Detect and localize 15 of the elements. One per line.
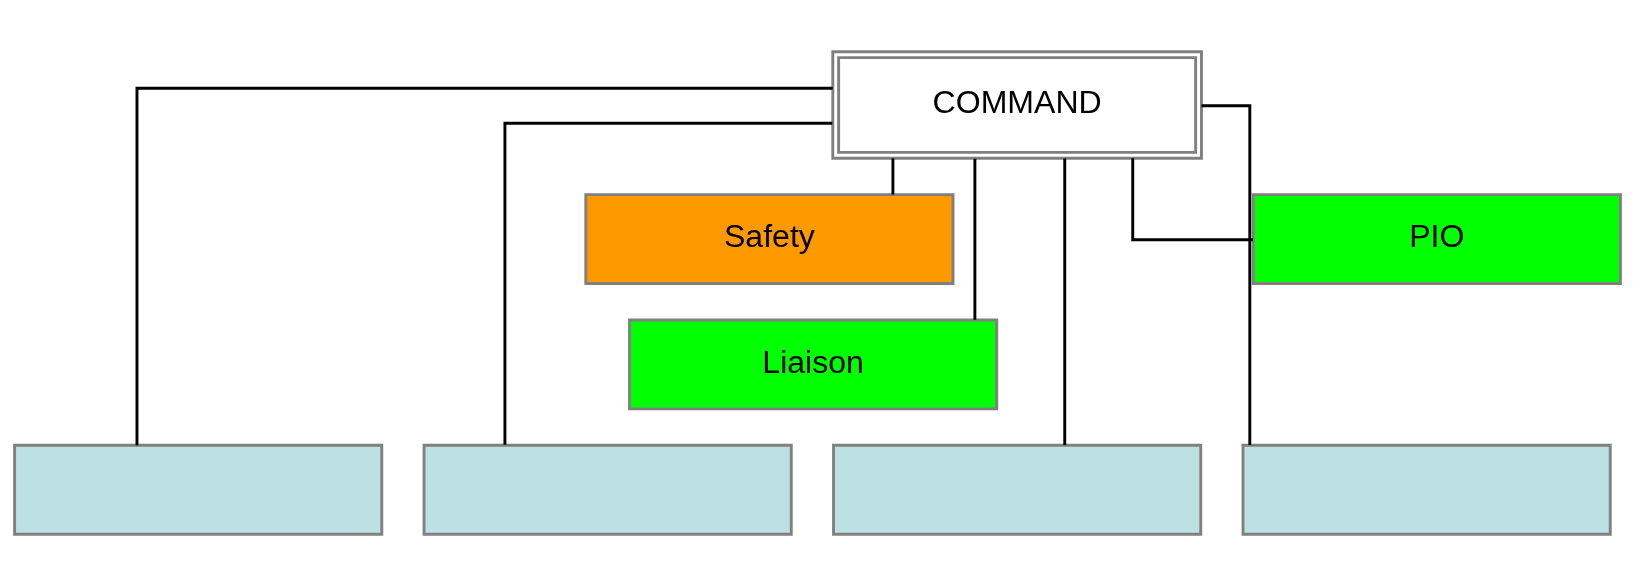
node-box bbox=[832, 443, 1203, 536]
connector bbox=[1201, 103, 1252, 445]
node-box: Liaison bbox=[628, 318, 999, 410]
node-box: PIO bbox=[1251, 192, 1622, 285]
connector bbox=[973, 158, 977, 320]
connector bbox=[1063, 158, 1067, 445]
node-box: Safety bbox=[584, 192, 955, 285]
connector bbox=[503, 121, 833, 445]
connector bbox=[1131, 157, 1253, 241]
node-box bbox=[422, 443, 793, 536]
node-box bbox=[1241, 443, 1612, 536]
connector bbox=[891, 157, 895, 194]
node-box bbox=[13, 443, 384, 536]
connector bbox=[135, 86, 833, 445]
node-box: COMMAND bbox=[831, 49, 1203, 160]
